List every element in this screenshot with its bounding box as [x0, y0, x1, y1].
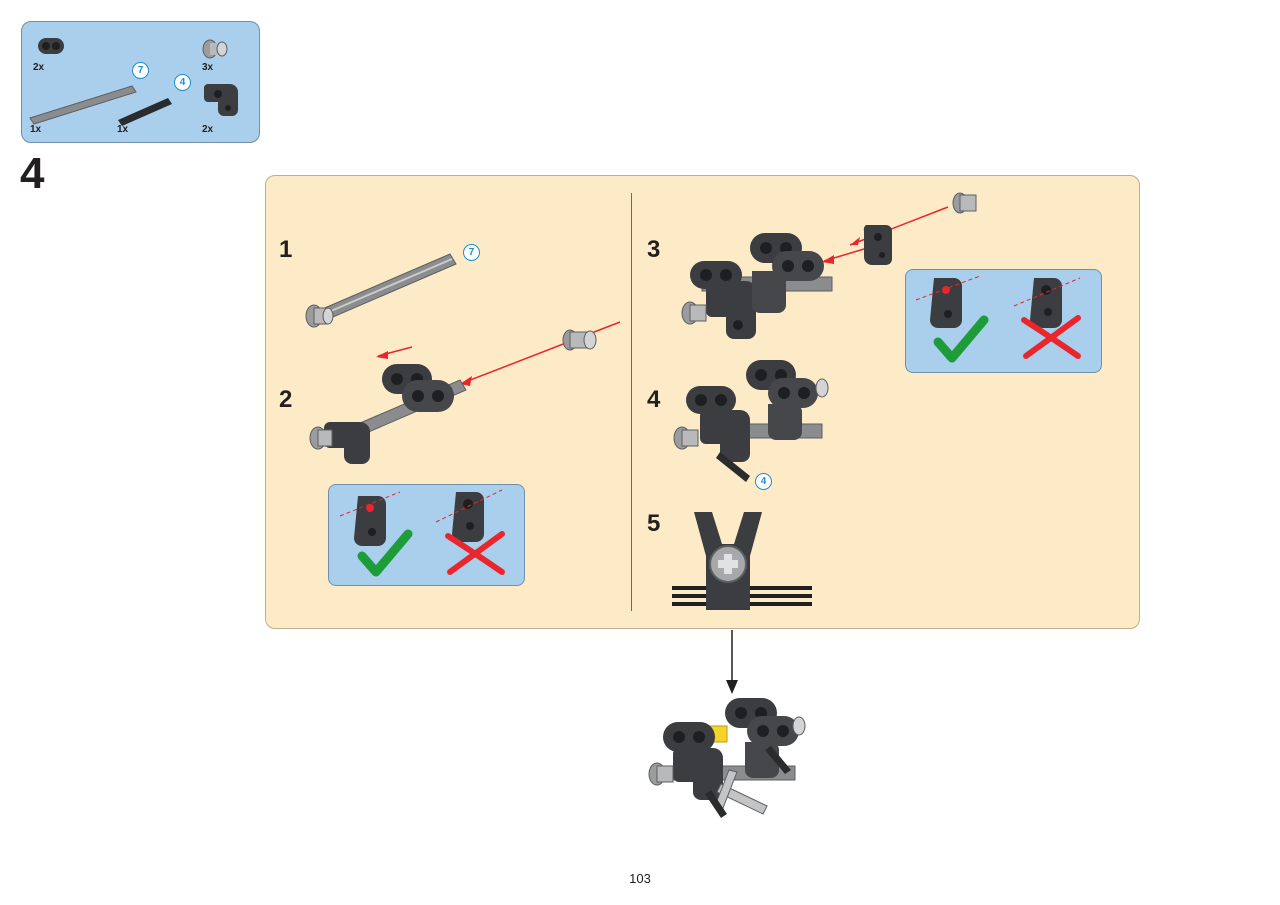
substep-4-callout: 4 [755, 473, 772, 490]
axle-4-part [118, 98, 172, 126]
cross-mark-icon [445, 531, 505, 575]
substep-3-illustration [681, 192, 977, 339]
substep-3-number: 3 [647, 236, 661, 263]
substep-5-number: 5 [647, 510, 661, 537]
substep-5-illustration [672, 512, 812, 610]
bush-qty: 3x [202, 62, 214, 73]
substep-4-number: 4 [647, 386, 661, 413]
parts-list-box: 2x 1x 7 1x 4 3x 2x [21, 21, 260, 143]
main-step-number: 4 [20, 149, 45, 198]
axle-7-callout: 7 [132, 62, 149, 79]
substep-2-number: 2 [279, 386, 293, 413]
check-mark-icon [357, 529, 413, 577]
substep-1-illustration [305, 253, 457, 328]
axle-7-part [29, 85, 137, 125]
angled-connector-qty: 2x [202, 124, 214, 135]
correct-orientation-part-left [339, 491, 401, 546]
substep-1-callout: 7 [463, 244, 480, 261]
result-model-illustration [648, 698, 806, 818]
axle-4-qty: 1x [117, 124, 129, 135]
incorrect-orientation-part-right [1013, 277, 1081, 328]
incorrect-orientation-part-left [435, 489, 503, 542]
page-number: 103 [629, 871, 651, 886]
substep-4-illustration [673, 360, 829, 482]
bush-part [202, 39, 228, 59]
substep-2-illustration [309, 321, 621, 464]
beam-connector-part [38, 38, 64, 54]
cross-mark-icon [1021, 315, 1081, 359]
axle-4-callout: 4 [174, 74, 191, 91]
panel-divider [631, 193, 632, 611]
substep-1-number: 1 [279, 236, 293, 263]
correct-orientation-part-right [915, 275, 981, 328]
beam-connector-qty: 2x [33, 62, 45, 73]
check-mark-icon [933, 315, 989, 363]
angled-connector-part [204, 84, 238, 116]
down-arrow-icon [726, 630, 738, 694]
axle-7-qty: 1x [30, 124, 42, 135]
